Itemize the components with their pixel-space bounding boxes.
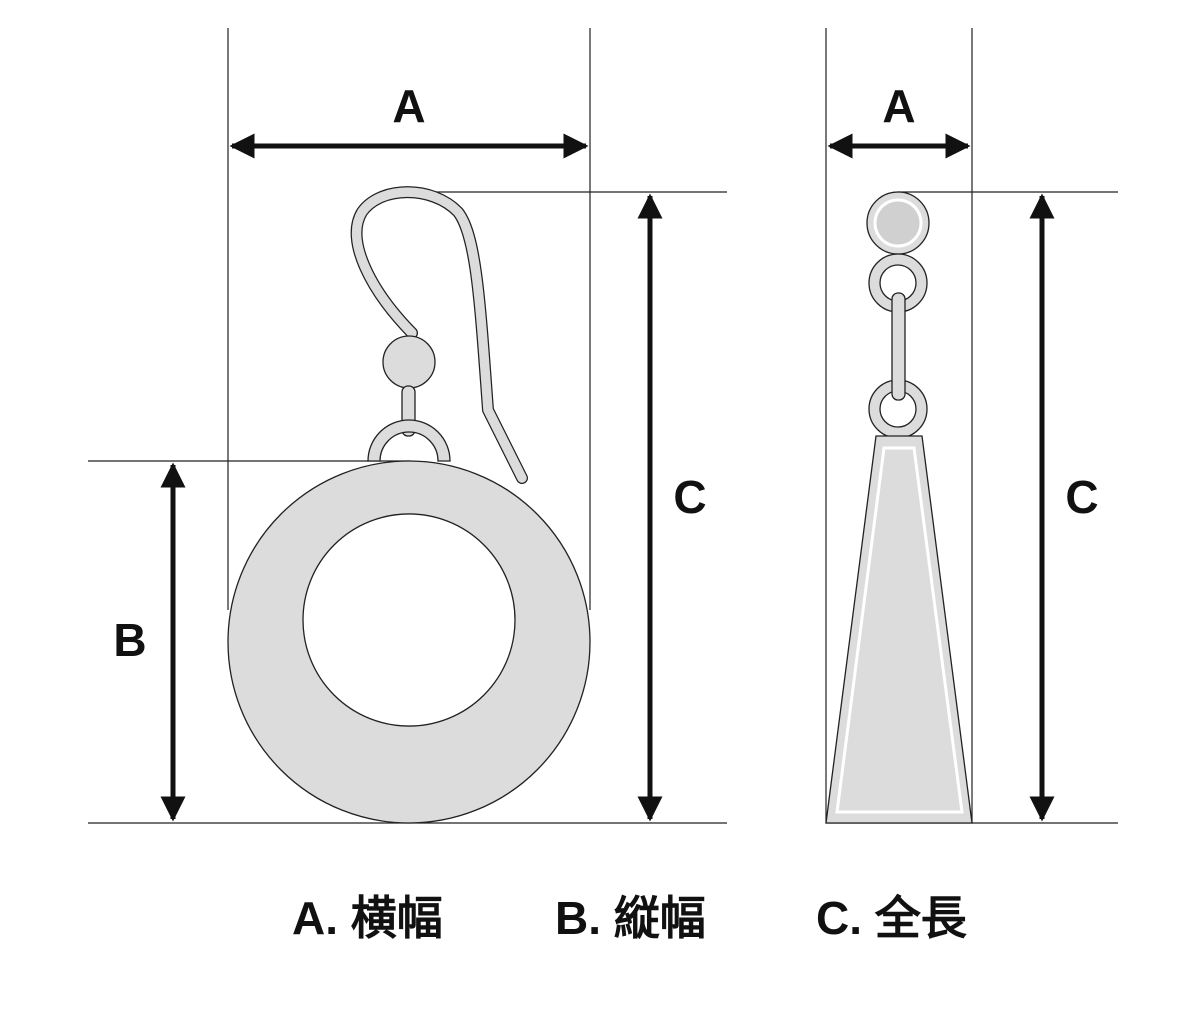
jump-ring-icon bbox=[367, 419, 451, 462]
legend-item-width: A. 横幅 bbox=[292, 892, 443, 944]
side-connector-pin-icon bbox=[891, 292, 906, 401]
dimension-legend: A. 横幅 B. 縦幅 C. 全長 bbox=[292, 892, 968, 944]
side-dim-a-label: A bbox=[882, 80, 915, 132]
ring-pendant-icon bbox=[227, 460, 591, 824]
cone-pendant-icon bbox=[825, 435, 973, 824]
side-bead-highlight bbox=[873, 198, 923, 248]
front-dim-a-label: A bbox=[392, 80, 425, 132]
side-view: A C bbox=[825, 28, 1118, 824]
front-view: A C B bbox=[88, 28, 727, 824]
front-dim-c-label: C bbox=[673, 471, 706, 523]
front-dim-b-label: B bbox=[113, 614, 146, 666]
legend-item-height: B. 縦幅 bbox=[555, 892, 706, 944]
bead-icon bbox=[382, 335, 436, 389]
hook-icon bbox=[350, 186, 528, 484]
side-dim-c-label: C bbox=[1065, 471, 1098, 523]
legend-item-total-length: C. 全長 bbox=[816, 892, 968, 944]
